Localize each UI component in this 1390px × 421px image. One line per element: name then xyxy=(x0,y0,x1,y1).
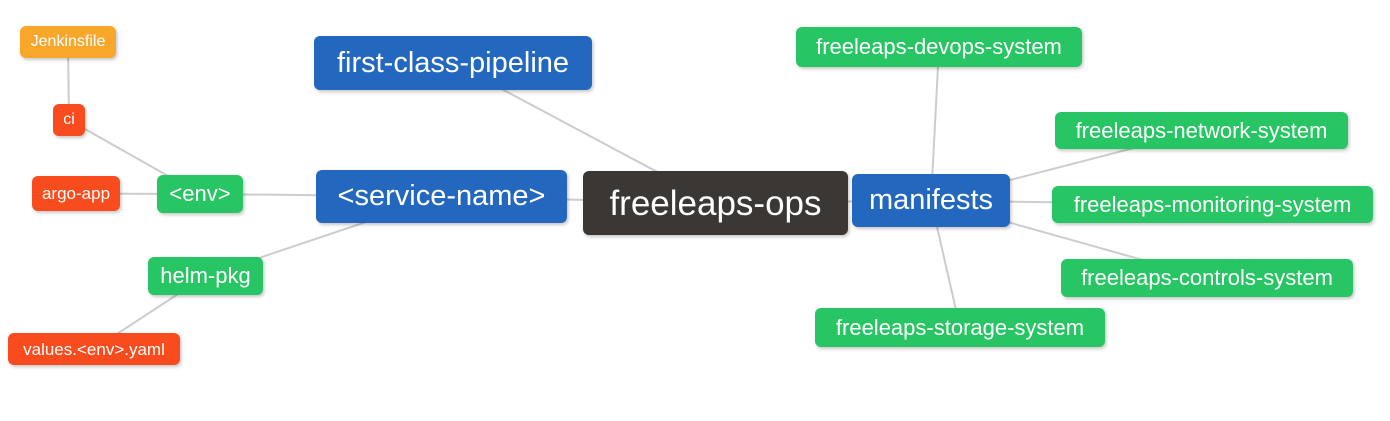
node-service-name[interactable]: <service-name> xyxy=(316,170,567,223)
node-ci[interactable]: ci xyxy=(53,104,85,136)
node-freeleaps-ops[interactable]: freeleaps-ops xyxy=(583,171,848,235)
node-storage-system[interactable]: freeleaps-storage-system xyxy=(815,308,1105,347)
node-network-system[interactable]: freeleaps-network-system xyxy=(1055,112,1348,149)
node-manifests[interactable]: manifests xyxy=(852,174,1010,227)
node-helm-pkg[interactable]: helm-pkg xyxy=(148,257,263,295)
node-values-env-yaml[interactable]: values.<env>.yaml xyxy=(8,333,180,365)
node-first-class-pipeline[interactable]: first-class-pipeline xyxy=(314,36,592,90)
node-argo-app[interactable]: argo-app xyxy=(32,176,120,211)
node-env[interactable]: <env> xyxy=(157,175,243,213)
node-monitoring-system[interactable]: freeleaps-monitoring-system xyxy=(1052,186,1373,223)
node-jenkinsfile[interactable]: Jenkinsfile xyxy=(20,26,116,58)
node-controls-system[interactable]: freeleaps-controls-system xyxy=(1061,259,1353,297)
node-devops-system[interactable]: freeleaps-devops-system xyxy=(796,27,1082,67)
